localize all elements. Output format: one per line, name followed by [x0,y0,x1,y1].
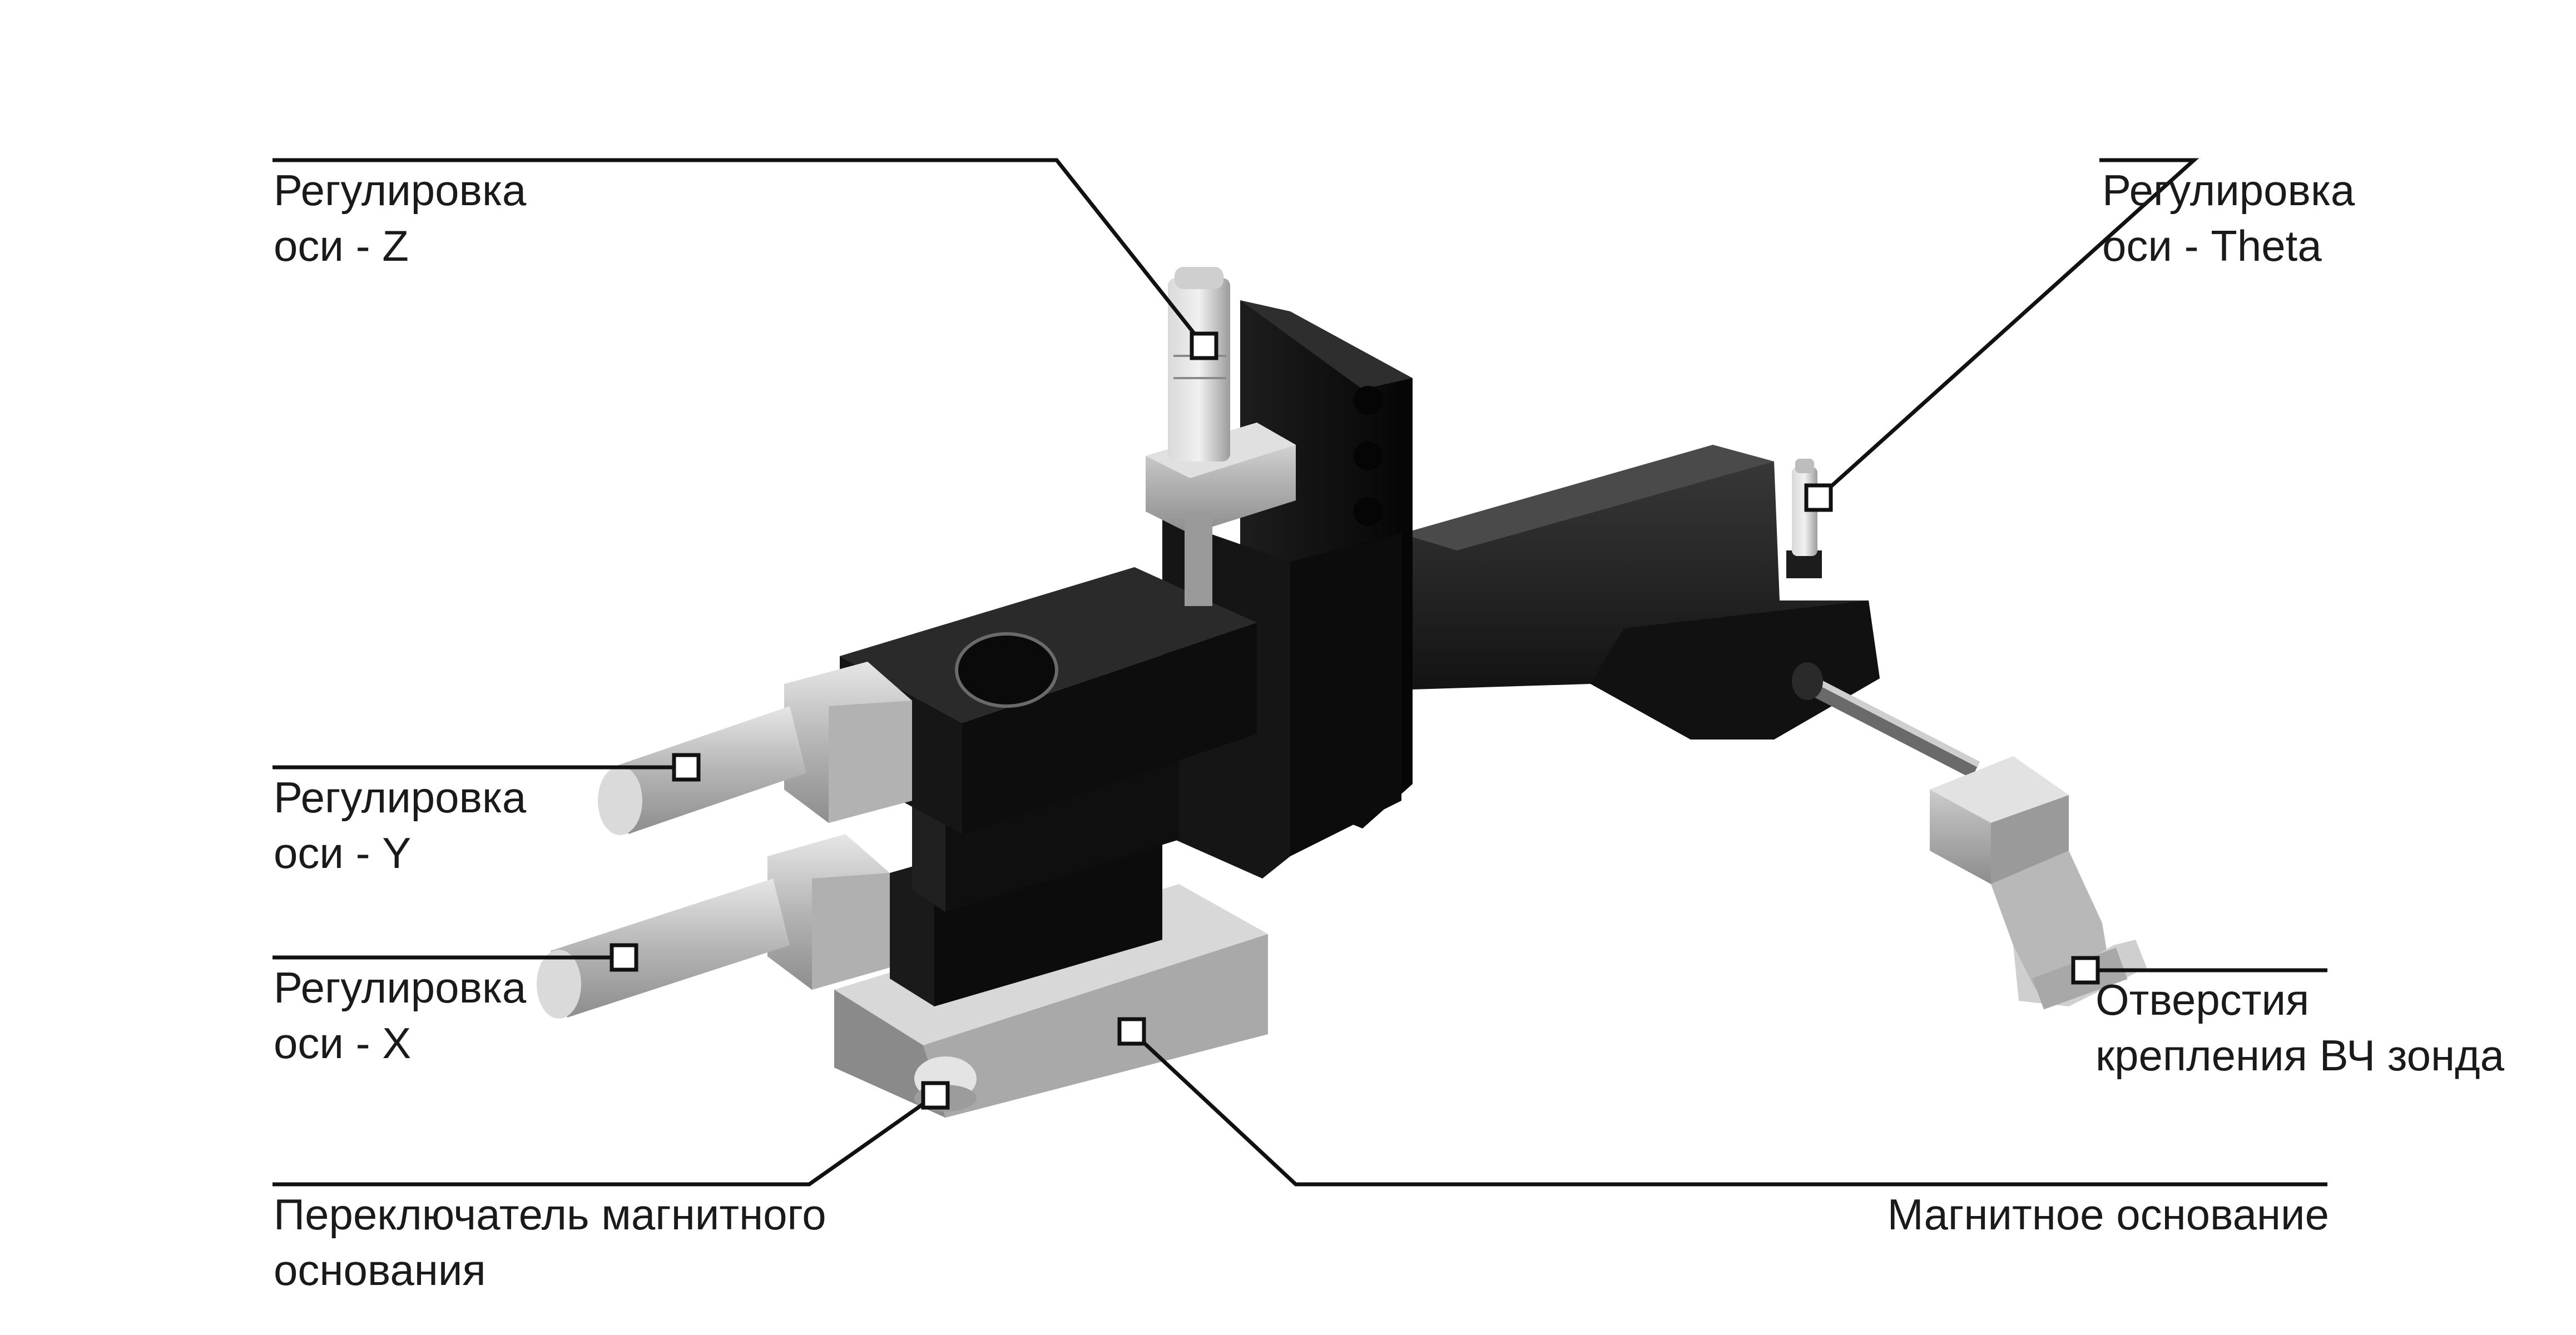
callout-magnet-switch: Переключатель магнитного основания [274,1187,826,1298]
marker-z [1190,331,1218,360]
callout-x-line1: Регулировка [274,963,527,1012]
callout-probe-line1: Отверстия [2096,975,2310,1024]
leader-lines [273,158,2327,1187]
y-micrometer [598,706,806,835]
callout-theta-axis: Регулировка оси - Theta [2102,162,2355,274]
callout-probe-line2: крепления ВЧ зонда [2096,1031,2504,1080]
callout-probe-holes: Отверстия крепления ВЧ зонда [2096,972,2504,1083]
callout-x-axis: Регулировка оси - X [274,960,526,1071]
callout-z-line2: оси - Z [274,221,409,270]
marker-y [672,753,701,782]
callout-y-axis: Регулировка оси - Y [274,770,526,881]
theta-rod [1792,662,1980,778]
callout-base-line1: Магнитное основание [1887,1190,2329,1239]
leader-z [273,158,1206,348]
callout-theta-line2: оси - Theta [2102,221,2322,270]
callout-theta-line1: Регулировка [2102,166,2355,215]
callout-x-line2: оси - X [274,1019,412,1068]
y-axis-holder [784,662,912,823]
marker-theta [1804,483,1833,512]
marker-switch [921,1081,950,1110]
marker-probe [2071,956,2100,985]
callout-z-line1: Регулировка [274,166,527,215]
leader-theta [1817,158,2199,499]
marker-x [610,943,638,972]
leader-base [1130,1030,2327,1187]
callout-markers [610,331,2100,1110]
callout-y-line2: оси - Y [274,828,412,877]
callout-magnetic-base: Магнитное основание [1888,1187,2329,1242]
callout-switch-line2: основания [274,1245,486,1294]
x-axis-holder [767,834,890,990]
theta-arm [1401,445,1880,740]
x-micrometer [537,879,790,1019]
z-micrometer [1168,267,1230,461]
theta-micrometer [1786,459,1822,578]
callout-y-line1: Регулировка [274,773,527,822]
marker-base [1117,1017,1146,1046]
callout-z-axis: Регулировка оси - Z [274,162,526,274]
callout-switch-line1: Переключатель магнитного [274,1190,826,1239]
leader-switch [273,1094,937,1187]
